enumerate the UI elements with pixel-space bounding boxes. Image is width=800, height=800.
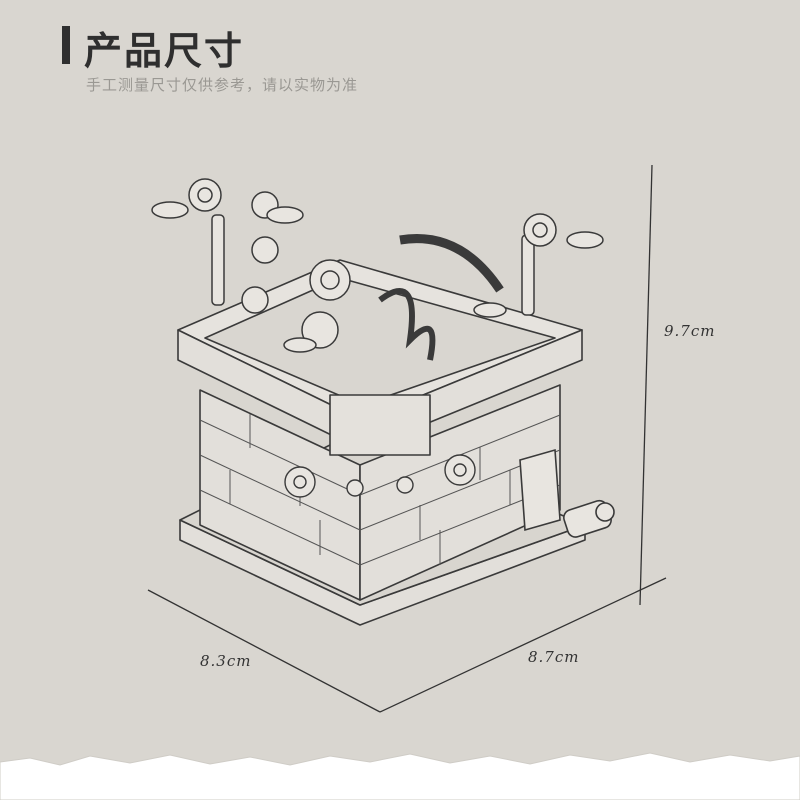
right-width-dimension-line — [379, 577, 667, 713]
torn-paper-edge — [0, 752, 800, 800]
leaf-4 — [283, 337, 317, 353]
right-stalk — [521, 234, 535, 316]
curved-stem — [399, 234, 504, 293]
rim-inner — [204, 277, 556, 406]
left-stalk — [211, 214, 225, 306]
height-dimension-label: 9.7cm — [664, 322, 716, 340]
page-title: 产品尺寸 — [84, 29, 245, 73]
page-subtitle: 手工测量尺寸仅供参考，请以实物为准 — [86, 76, 359, 94]
left-width-dimension-line — [147, 589, 381, 713]
crank-plate — [519, 448, 561, 532]
left-width-dimension-label: 8.3cm — [200, 652, 252, 670]
top-plants — [151, 178, 604, 361]
dimension-lines — [147, 164, 667, 713]
leaf-2 — [266, 206, 304, 224]
leaf-3 — [566, 231, 604, 249]
corner-pillar — [329, 394, 431, 456]
title-accent-bar — [62, 26, 70, 64]
coral-plant — [378, 288, 436, 361]
wall-flower-decorations — [284, 454, 476, 498]
leaf-5 — [473, 302, 507, 318]
right-width-dimension-label: 8.7cm — [528, 648, 580, 666]
height-dimension-line — [639, 164, 653, 606]
leaf-1 — [151, 201, 189, 219]
side-crank — [519, 448, 615, 538]
